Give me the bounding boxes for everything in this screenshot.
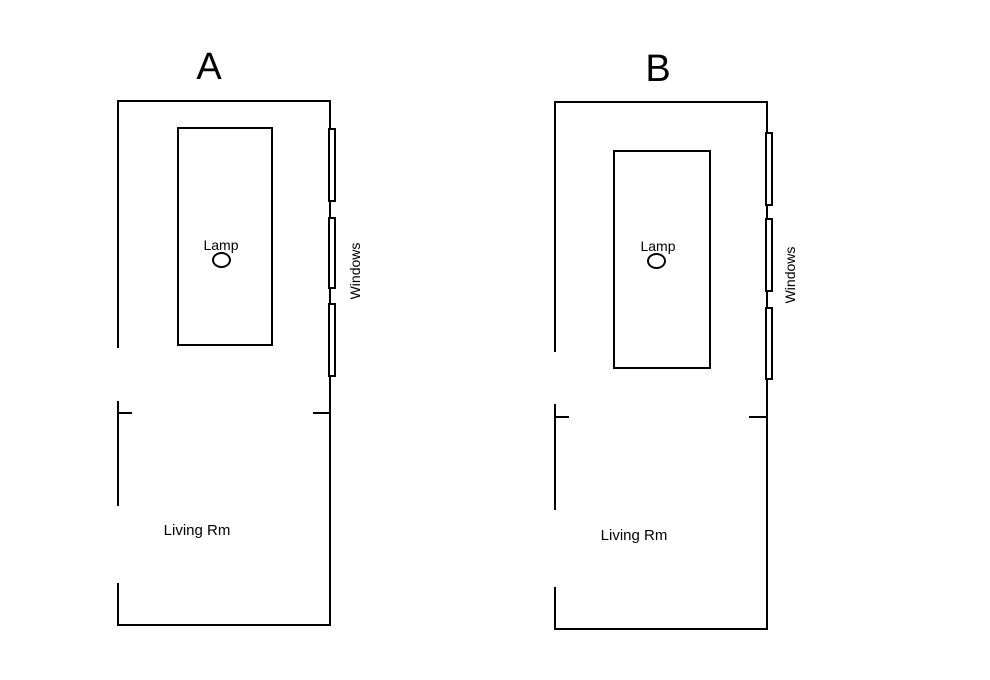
wall-top — [117, 100, 331, 102]
wall-left-middle — [117, 401, 119, 506]
wall-left-middle — [554, 404, 556, 510]
wall-top — [554, 101, 768, 103]
window-segment-3 — [328, 303, 336, 377]
table-outline — [613, 150, 711, 369]
window-segment-3 — [765, 307, 773, 380]
divider-stub-right — [749, 416, 768, 418]
window-segment-2 — [765, 218, 773, 292]
windows-label: Windows — [782, 246, 798, 304]
divider-stub-left — [117, 412, 132, 414]
wall-bottom — [117, 624, 331, 626]
living-room-label: Living Rm — [163, 522, 231, 539]
window-segment-1 — [765, 132, 773, 206]
plan-b-title: B — [645, 48, 671, 90]
living-room-label: Living Rm — [600, 527, 668, 544]
wall-bottom — [554, 628, 768, 630]
wall-left-lower — [117, 583, 119, 626]
window-segment-2 — [328, 217, 336, 289]
wall-left-upper — [117, 100, 119, 348]
lamp-label: Lamp — [203, 237, 239, 253]
window-segment-1 — [328, 128, 336, 202]
lamp-icon — [647, 253, 666, 269]
lamp-icon — [212, 252, 231, 268]
plan-a-title: A — [196, 46, 222, 88]
divider-stub-left — [554, 416, 569, 418]
divider-stub-right — [313, 412, 331, 414]
wall-left-lower — [554, 587, 556, 630]
wall-left-upper — [554, 101, 556, 352]
lamp-label: Lamp — [640, 238, 676, 254]
table-outline — [177, 127, 273, 346]
